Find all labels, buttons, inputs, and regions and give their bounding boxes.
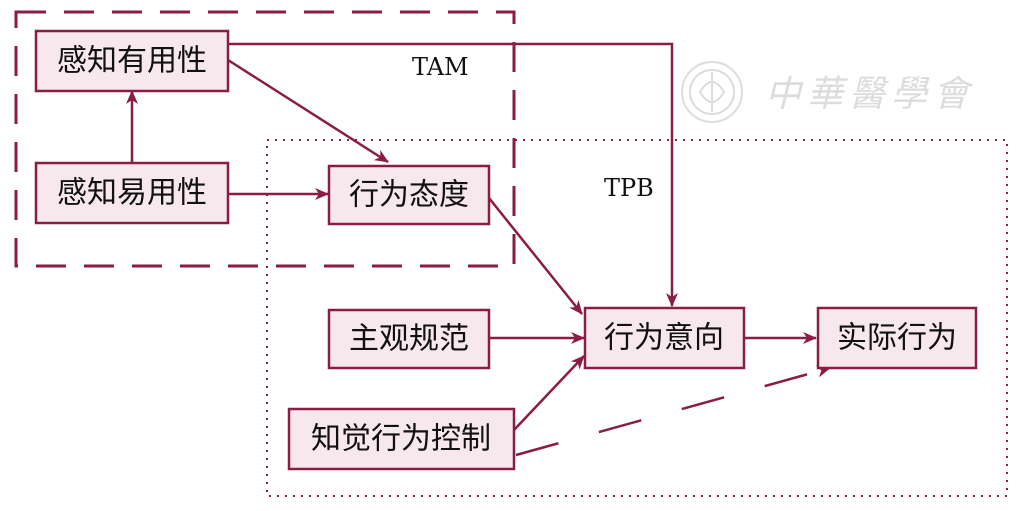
node-label: 感知易用性 — [57, 176, 207, 211]
node-perceived-behavioral-control: 知觉行为控制 — [287, 407, 516, 471]
node-label: 主观规范 — [349, 322, 469, 357]
watermark-text: 中華醫學會 — [765, 74, 975, 115]
node-label: 行为意向 — [604, 321, 724, 356]
edges — [126, 42, 831, 457]
watermark: 中華醫學會 — [681, 61, 975, 123]
node-perceived-ease-of-use: 感知易用性 — [34, 161, 230, 225]
node-attitude: 行为态度 — [327, 164, 491, 226]
tpb-group-frame — [266, 139, 1008, 497]
tpb-group-label: TPB — [604, 174, 654, 202]
society-seal-icon — [681, 61, 743, 123]
node-label: 行为态度 — [349, 178, 469, 213]
node-label: 知觉行为控制 — [311, 422, 491, 457]
node-intention: 行为意向 — [583, 306, 746, 370]
edge-control-to-behavior-dashed — [515, 365, 831, 457]
edge-control-to-intention — [513, 355, 585, 431]
node-actual-behavior: 实际行为 — [816, 306, 978, 370]
edge-attitude-to-intention — [488, 197, 583, 315]
node-label: 实际行为 — [837, 321, 957, 356]
node-perceived-usefulness: 感知有用性 — [34, 29, 230, 93]
node-subjective-norm: 主观规范 — [327, 308, 491, 370]
edge-usefulness-to-attitude — [227, 58, 389, 164]
node-label: 感知有用性 — [57, 44, 207, 79]
tam-group-label: TAM — [412, 53, 469, 81]
tam-group-frame — [14, 10, 516, 268]
edge-usefulness-to-intention — [228, 42, 678, 307]
